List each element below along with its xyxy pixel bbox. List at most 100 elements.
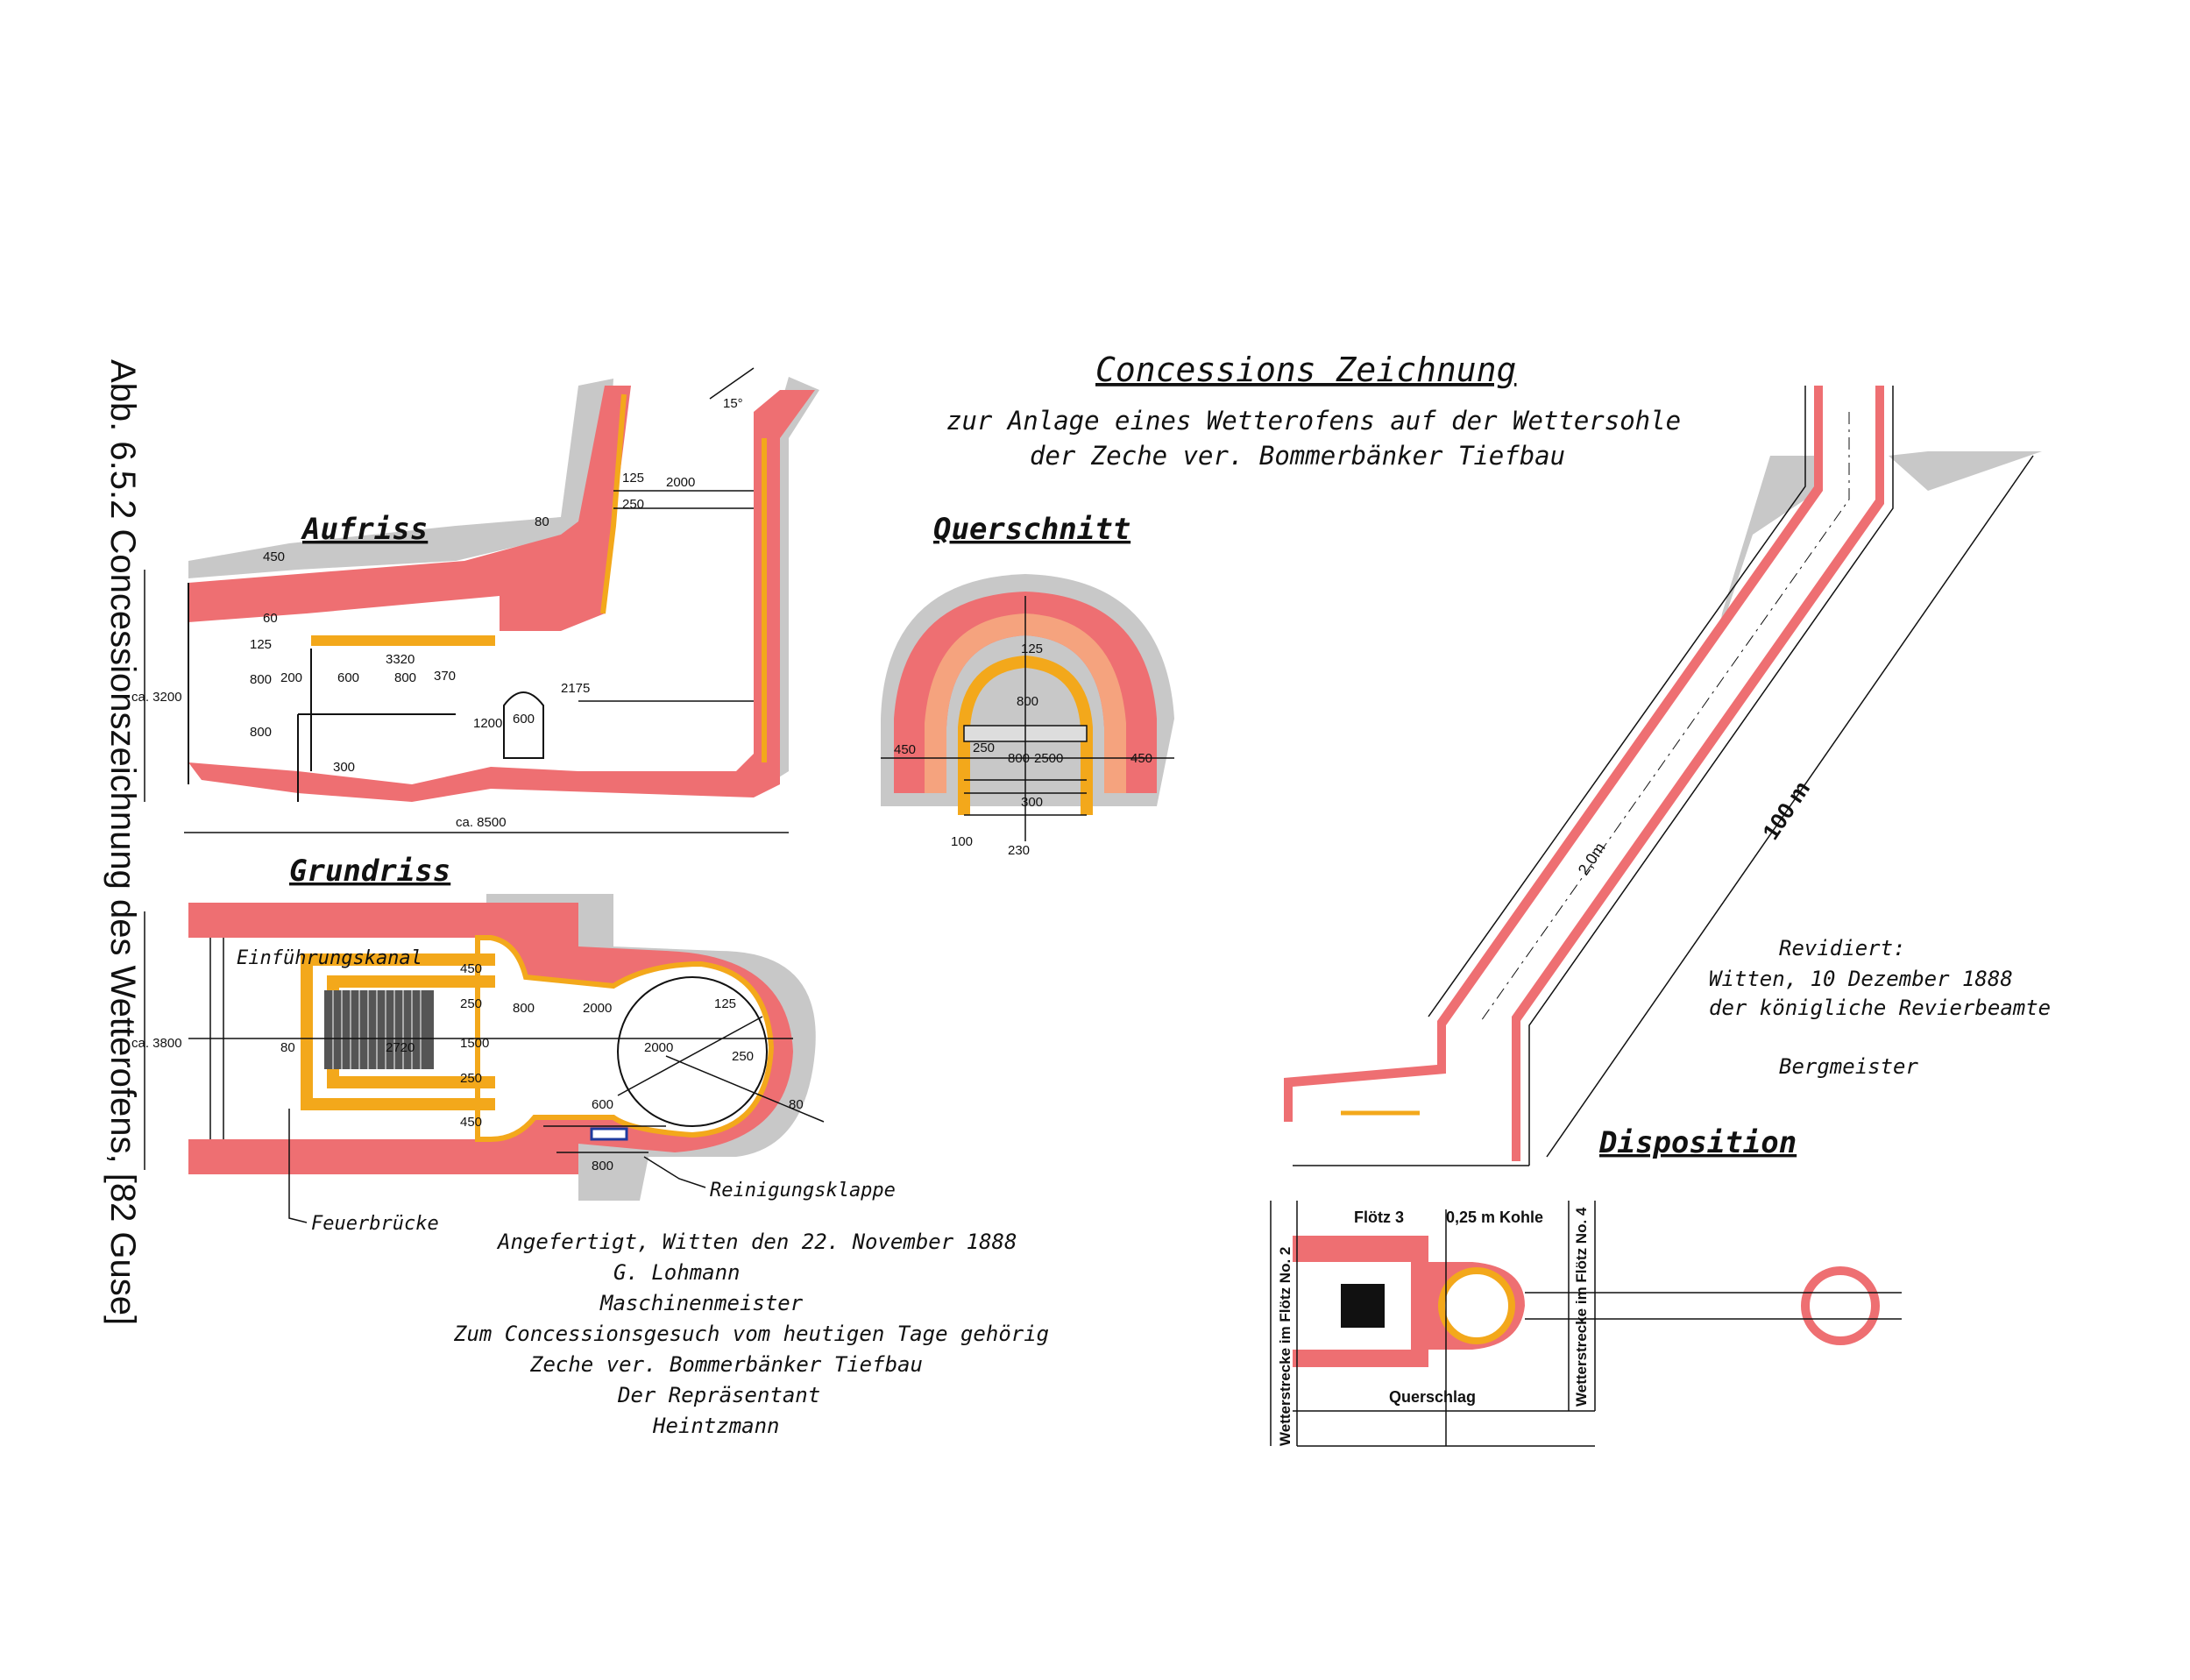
- querschlag-grate: [1341, 1284, 1385, 1328]
- grundriss-grate: [324, 990, 434, 1069]
- aufriss-dim-125b: 125: [250, 637, 272, 652]
- aufriss-dim-2175: 2175: [561, 681, 590, 696]
- querschnitt-heading: Querschnitt: [933, 512, 1130, 547]
- label-2m: 2,0m: [1575, 840, 1609, 878]
- grundriss-dim-250: 250: [732, 1049, 754, 1064]
- sig-name1: G. Lohmann: [613, 1260, 741, 1285]
- aufriss-dim-200: 200: [280, 670, 302, 685]
- text-layer: Concessions Zeichnung zur Anlage eines W…: [131, 351, 2051, 1446]
- querschlag-shaft: [1438, 1267, 1515, 1344]
- grundriss-dim-1500: 1500: [460, 1036, 489, 1051]
- grundriss-heading: Grundriss: [289, 854, 450, 889]
- aufriss-heading: Aufriss: [301, 512, 428, 547]
- grundriss-dim-450b: 450: [460, 1115, 482, 1130]
- querschnitt-dim-100: 100: [951, 834, 973, 849]
- rev-office: der königliche Revierbeamte: [1709, 996, 2051, 1020]
- sig-name2: Heintzmann: [652, 1414, 780, 1438]
- grundriss-view: [144, 894, 825, 1223]
- einfuehrungskanal-label: Einführungskanal: [237, 947, 422, 969]
- aufriss-rock: [188, 379, 613, 578]
- querschnitt-dim-300: 300: [1021, 795, 1043, 810]
- grundriss-dim-450t: 450: [460, 961, 482, 976]
- querschnitt-dim-250: 250: [973, 741, 995, 755]
- aufriss-dim-450: 450: [263, 549, 285, 564]
- querschnitt-dim-800: 800: [1017, 694, 1038, 709]
- aufriss-dim-300: 300: [333, 760, 355, 775]
- querschnitt-dim-230: 230: [1008, 843, 1030, 858]
- disposition-centerline: [1480, 412, 1850, 1022]
- querschnitt-lines: [881, 596, 1174, 841]
- querschlag-lines: [1270, 1201, 1902, 1447]
- grundriss-dim-250a: 250: [460, 996, 482, 1011]
- aufriss-dim-600b: 600: [513, 712, 535, 727]
- disposition-shaft-edges: [1293, 386, 1894, 1166]
- disposition-rock: [1718, 451, 2042, 640]
- aufriss-outline: [188, 583, 456, 802]
- aufriss-dim-60: 60: [263, 611, 278, 626]
- grundriss-dim-600: 600: [592, 1097, 613, 1112]
- angle-label: 15°: [723, 396, 743, 411]
- label-100m: 100 m: [1757, 776, 1815, 844]
- aufriss-dim-800c: 800: [250, 725, 272, 740]
- aufriss-masonry-top: [188, 386, 631, 631]
- grundriss-dim-80b: 80: [789, 1097, 804, 1112]
- aufriss-dim-250: 250: [622, 497, 644, 512]
- rev-revidiert: Revidiert:: [1779, 936, 1906, 961]
- title-line2: der Zeche ver. Bommerbänker Tiefbau: [1030, 441, 1565, 471]
- reinigungsklappe-door: [590, 1127, 628, 1141]
- grundriss-grate-bars: [332, 990, 422, 1069]
- label-wetterstrecke4: Wetterstrecke im Flötz No. 4: [1573, 1207, 1590, 1407]
- aufriss-dim-80: 80: [535, 514, 549, 529]
- aufriss-masonry-bottom: [188, 390, 815, 802]
- sig-zeche: Zeche ver. Bommerbänker Tiefbau: [529, 1352, 923, 1377]
- aufriss-dim-1200: 1200: [473, 716, 502, 731]
- aufriss-dim-2000: 2000: [666, 475, 695, 490]
- grundriss-dim-800b: 800: [592, 1159, 613, 1173]
- aufriss-door: [503, 691, 544, 759]
- querschnitt-view: [881, 574, 1174, 841]
- aufriss-rock-right: [754, 377, 819, 793]
- disposition-incline-inner: [1512, 386, 1884, 1161]
- disposition-view: [1284, 386, 2042, 1166]
- grundriss-dim-ca3800: ca. 3800: [131, 1036, 182, 1051]
- label-kohle: 0,25 m Kohle: [1446, 1209, 1543, 1226]
- grundriss-dim-2000b: 2000: [644, 1040, 673, 1055]
- sig-angefertigt: Angefertigt, Witten den 22. November 188…: [496, 1230, 1017, 1254]
- grundriss-dim-125: 125: [714, 996, 736, 1011]
- aufriss-dim-800a: 800: [250, 672, 272, 687]
- title-main: Concessions Zeichnung: [1095, 351, 1516, 389]
- querschnitt-dim-125: 125: [1021, 642, 1043, 656]
- label-querschlag: Querschlag: [1389, 1388, 1476, 1406]
- disposition-100m-dimension: [1546, 455, 2034, 1158]
- aufriss-dim-370: 370: [434, 669, 456, 684]
- aufriss-dim-125: 125: [622, 471, 644, 486]
- grundriss-dim-80: 80: [280, 1040, 295, 1055]
- sig-role1: Maschinenmeister: [599, 1291, 804, 1315]
- aufriss-grate: [311, 635, 495, 646]
- querschnitt-dim-2500: 2500: [1034, 751, 1063, 766]
- grundriss-dim-2720: 2720: [386, 1040, 415, 1055]
- aufriss-dim-ca8500: ca. 8500: [456, 815, 507, 830]
- grundriss-dim-800: 800: [513, 1001, 535, 1016]
- querschnitt-dim-450r: 450: [1130, 751, 1152, 766]
- disposition-heading: Disposition: [1598, 1125, 1797, 1160]
- querschlag-plan: [1270, 1201, 1902, 1447]
- grundriss-dim-250b: 250: [460, 1071, 482, 1086]
- querschnitt-dim-450l: 450: [894, 742, 916, 757]
- aufriss-dim-600: 600: [337, 670, 359, 685]
- sig-repr: Der Repräsentant: [617, 1383, 820, 1407]
- label-floetz3: Flötz 3: [1354, 1209, 1404, 1226]
- grundriss-lines: [144, 911, 825, 1223]
- aufriss-view: [144, 367, 819, 833]
- aufriss-dim-3320: 3320: [386, 652, 415, 667]
- shaft-circle-right: [1801, 1266, 1880, 1345]
- feuerbruecke-label: Feuerbrücke: [311, 1213, 439, 1235]
- title-line1: zur Anlage eines Wetterofens auf der Wet…: [946, 406, 1681, 436]
- rev-title: Bergmeister: [1779, 1054, 1918, 1079]
- querschnitt-inner-arch: [925, 613, 1126, 793]
- label-wetterstrecke2: Wetterstrecke im Flötz No. 2: [1277, 1247, 1293, 1446]
- aufriss-dim-800b: 800: [394, 670, 416, 685]
- grundriss-shaft-circle: [617, 976, 768, 1127]
- grundriss-dim-2000: 2000: [583, 1001, 612, 1016]
